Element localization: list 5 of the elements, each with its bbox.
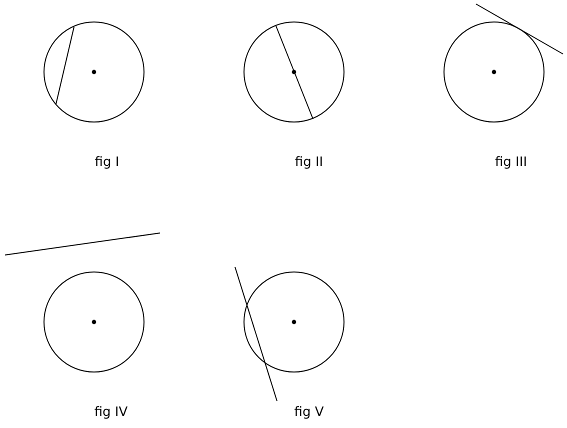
figure-caption: fig IV (94, 405, 128, 421)
figure-caption: fig II (294, 155, 324, 171)
figure-caption: fig I (94, 155, 120, 171)
figure-caption: fig III (494, 155, 528, 171)
figure-caption: fig V (294, 405, 324, 421)
